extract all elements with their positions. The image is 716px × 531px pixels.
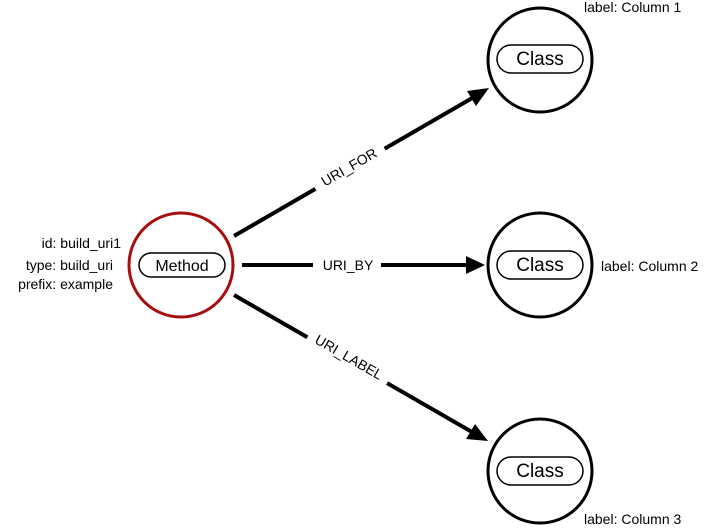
class-node-1-pill: [496, 44, 584, 74]
edge-uri-by-arrowhead: [466, 256, 485, 274]
method-meta-id: id: build_uri1: [42, 235, 122, 251]
edge-uri-for[interactable]: URI_FOR: [232, 88, 489, 238]
edge-uri-by[interactable]: URI_BY: [242, 254, 485, 276]
class-node-1[interactable]: Class: [486, 6, 594, 114]
class-node-1-label: Class: [516, 49, 564, 70]
class-node-1-meta: label: Column 1: [584, 0, 681, 15]
edge-uri-label-label: URI_LABEL: [312, 331, 386, 383]
edge-uri-for-label: URI_FOR: [318, 145, 379, 190]
class-node-3[interactable]: Class: [486, 417, 594, 525]
method-meta-type: type: build_uri: [26, 257, 113, 273]
class-node-2-pill: [496, 250, 584, 280]
edge-uri-label[interactable]: URI_LABEL: [233, 293, 488, 441]
class-node-2[interactable]: Class: [486, 211, 594, 319]
class-node-2-label: Class: [516, 255, 564, 276]
method-node-pill: [138, 252, 226, 278]
edge-uri-for-arrowhead: [467, 88, 489, 106]
edge-uri-label-arrowhead: [466, 424, 488, 441]
edge-uri-by-label: URI_BY: [323, 257, 374, 273]
method-node[interactable]: Method: [127, 211, 235, 319]
class-node-2-meta: label: Column 2: [601, 258, 698, 274]
class-node-3-meta: label: Column 3: [584, 511, 681, 527]
method-node-meta: id: build_uri1 type: build_uri prefix: e…: [18, 235, 121, 292]
method-meta-prefix: prefix: example: [18, 276, 113, 292]
class-node-3-pill: [496, 456, 584, 486]
class-node-3-label: Class: [516, 461, 564, 482]
method-node-label: Method: [155, 258, 208, 275]
